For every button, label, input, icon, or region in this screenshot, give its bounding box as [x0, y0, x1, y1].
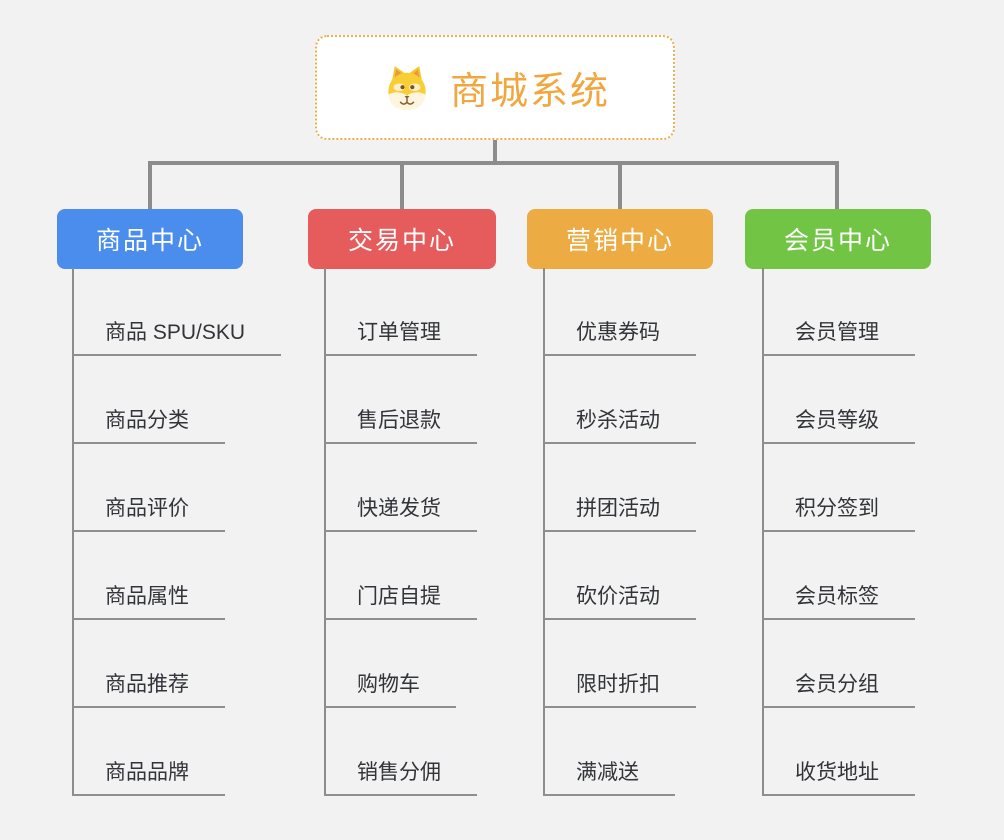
connector-root-stub [493, 138, 497, 164]
child-topic[interactable]: 快递发货 [324, 444, 477, 532]
connector-branch-stub [400, 161, 404, 209]
child-topic[interactable]: 拼团活动 [543, 444, 696, 532]
branch-label: 交易中心 [347, 227, 456, 255]
child-topic[interactable]: 商品推荐 [72, 620, 225, 708]
child-topic[interactable]: 商品属性 [72, 532, 225, 620]
child-topic[interactable]: 收货地址 [762, 708, 915, 796]
child-topic[interactable]: 商品分类 [72, 356, 225, 444]
branch-label: 会员中心 [783, 227, 892, 255]
child-topic[interactable]: 砍价活动 [543, 532, 696, 620]
branch-box-trade[interactable]: 交易中心 [308, 209, 496, 269]
child-topic[interactable]: 购物车 [324, 620, 456, 708]
branch-children-trade: 订单管理 售后退款 快递发货 门店自提 购物车 销售分佣 [324, 268, 477, 796]
child-topic[interactable]: 满减送 [543, 708, 675, 796]
child-topic[interactable]: 会员标签 [762, 532, 915, 620]
child-topic[interactable]: 秒杀活动 [543, 356, 696, 444]
branch-label: 商品中心 [95, 227, 204, 255]
connector-drop-line [762, 268, 764, 796]
child-topic[interactable]: 积分签到 [762, 444, 915, 532]
child-topic[interactable]: 会员等级 [762, 356, 915, 444]
branch-box-products[interactable]: 商品中心 [57, 209, 243, 269]
root-node[interactable]: 商城系统 [315, 35, 675, 140]
branch-box-members[interactable]: 会员中心 [745, 209, 931, 269]
child-topic[interactable]: 门店自提 [324, 532, 477, 620]
connector-drop-line [324, 268, 326, 796]
connector-drop-line [72, 268, 74, 796]
root-node-label: 商城系统 [449, 71, 610, 113]
connector-horizontal-rail [148, 161, 839, 165]
connector-drop-line [543, 268, 545, 796]
connector-branch-stub [835, 161, 839, 209]
connector-branch-stub [618, 161, 622, 209]
branch-children-products: 商品 SPU/SKU 商品分类 商品评价 商品属性 商品推荐 商品品牌 [72, 268, 282, 796]
child-topic[interactable]: 会员管理 [762, 268, 915, 356]
child-topic[interactable]: 商品评价 [72, 444, 225, 532]
branch-children-marketing: 优惠券码 秒杀活动 拼团活动 砍价活动 限时折扣 满减送 [543, 268, 696, 796]
child-topic[interactable]: 优惠券码 [543, 268, 696, 356]
branch-children-members: 会员管理 会员等级 积分签到 会员标签 会员分组 收货地址 [762, 268, 915, 796]
branch-label: 营销中心 [565, 227, 674, 255]
branch-box-marketing[interactable]: 营销中心 [527, 209, 713, 269]
child-topic[interactable]: 会员分组 [762, 620, 915, 708]
child-topic[interactable]: 销售分佣 [324, 708, 477, 796]
child-topic[interactable]: 商品 SPU/SKU [72, 268, 282, 356]
child-topic[interactable]: 售后退款 [324, 356, 477, 444]
connector-branch-stub [148, 161, 152, 209]
child-topic[interactable]: 订单管理 [324, 268, 477, 356]
child-topic[interactable]: 商品品牌 [72, 708, 225, 796]
dog-face-icon [388, 65, 426, 110]
child-topic[interactable]: 限时折扣 [543, 620, 696, 708]
